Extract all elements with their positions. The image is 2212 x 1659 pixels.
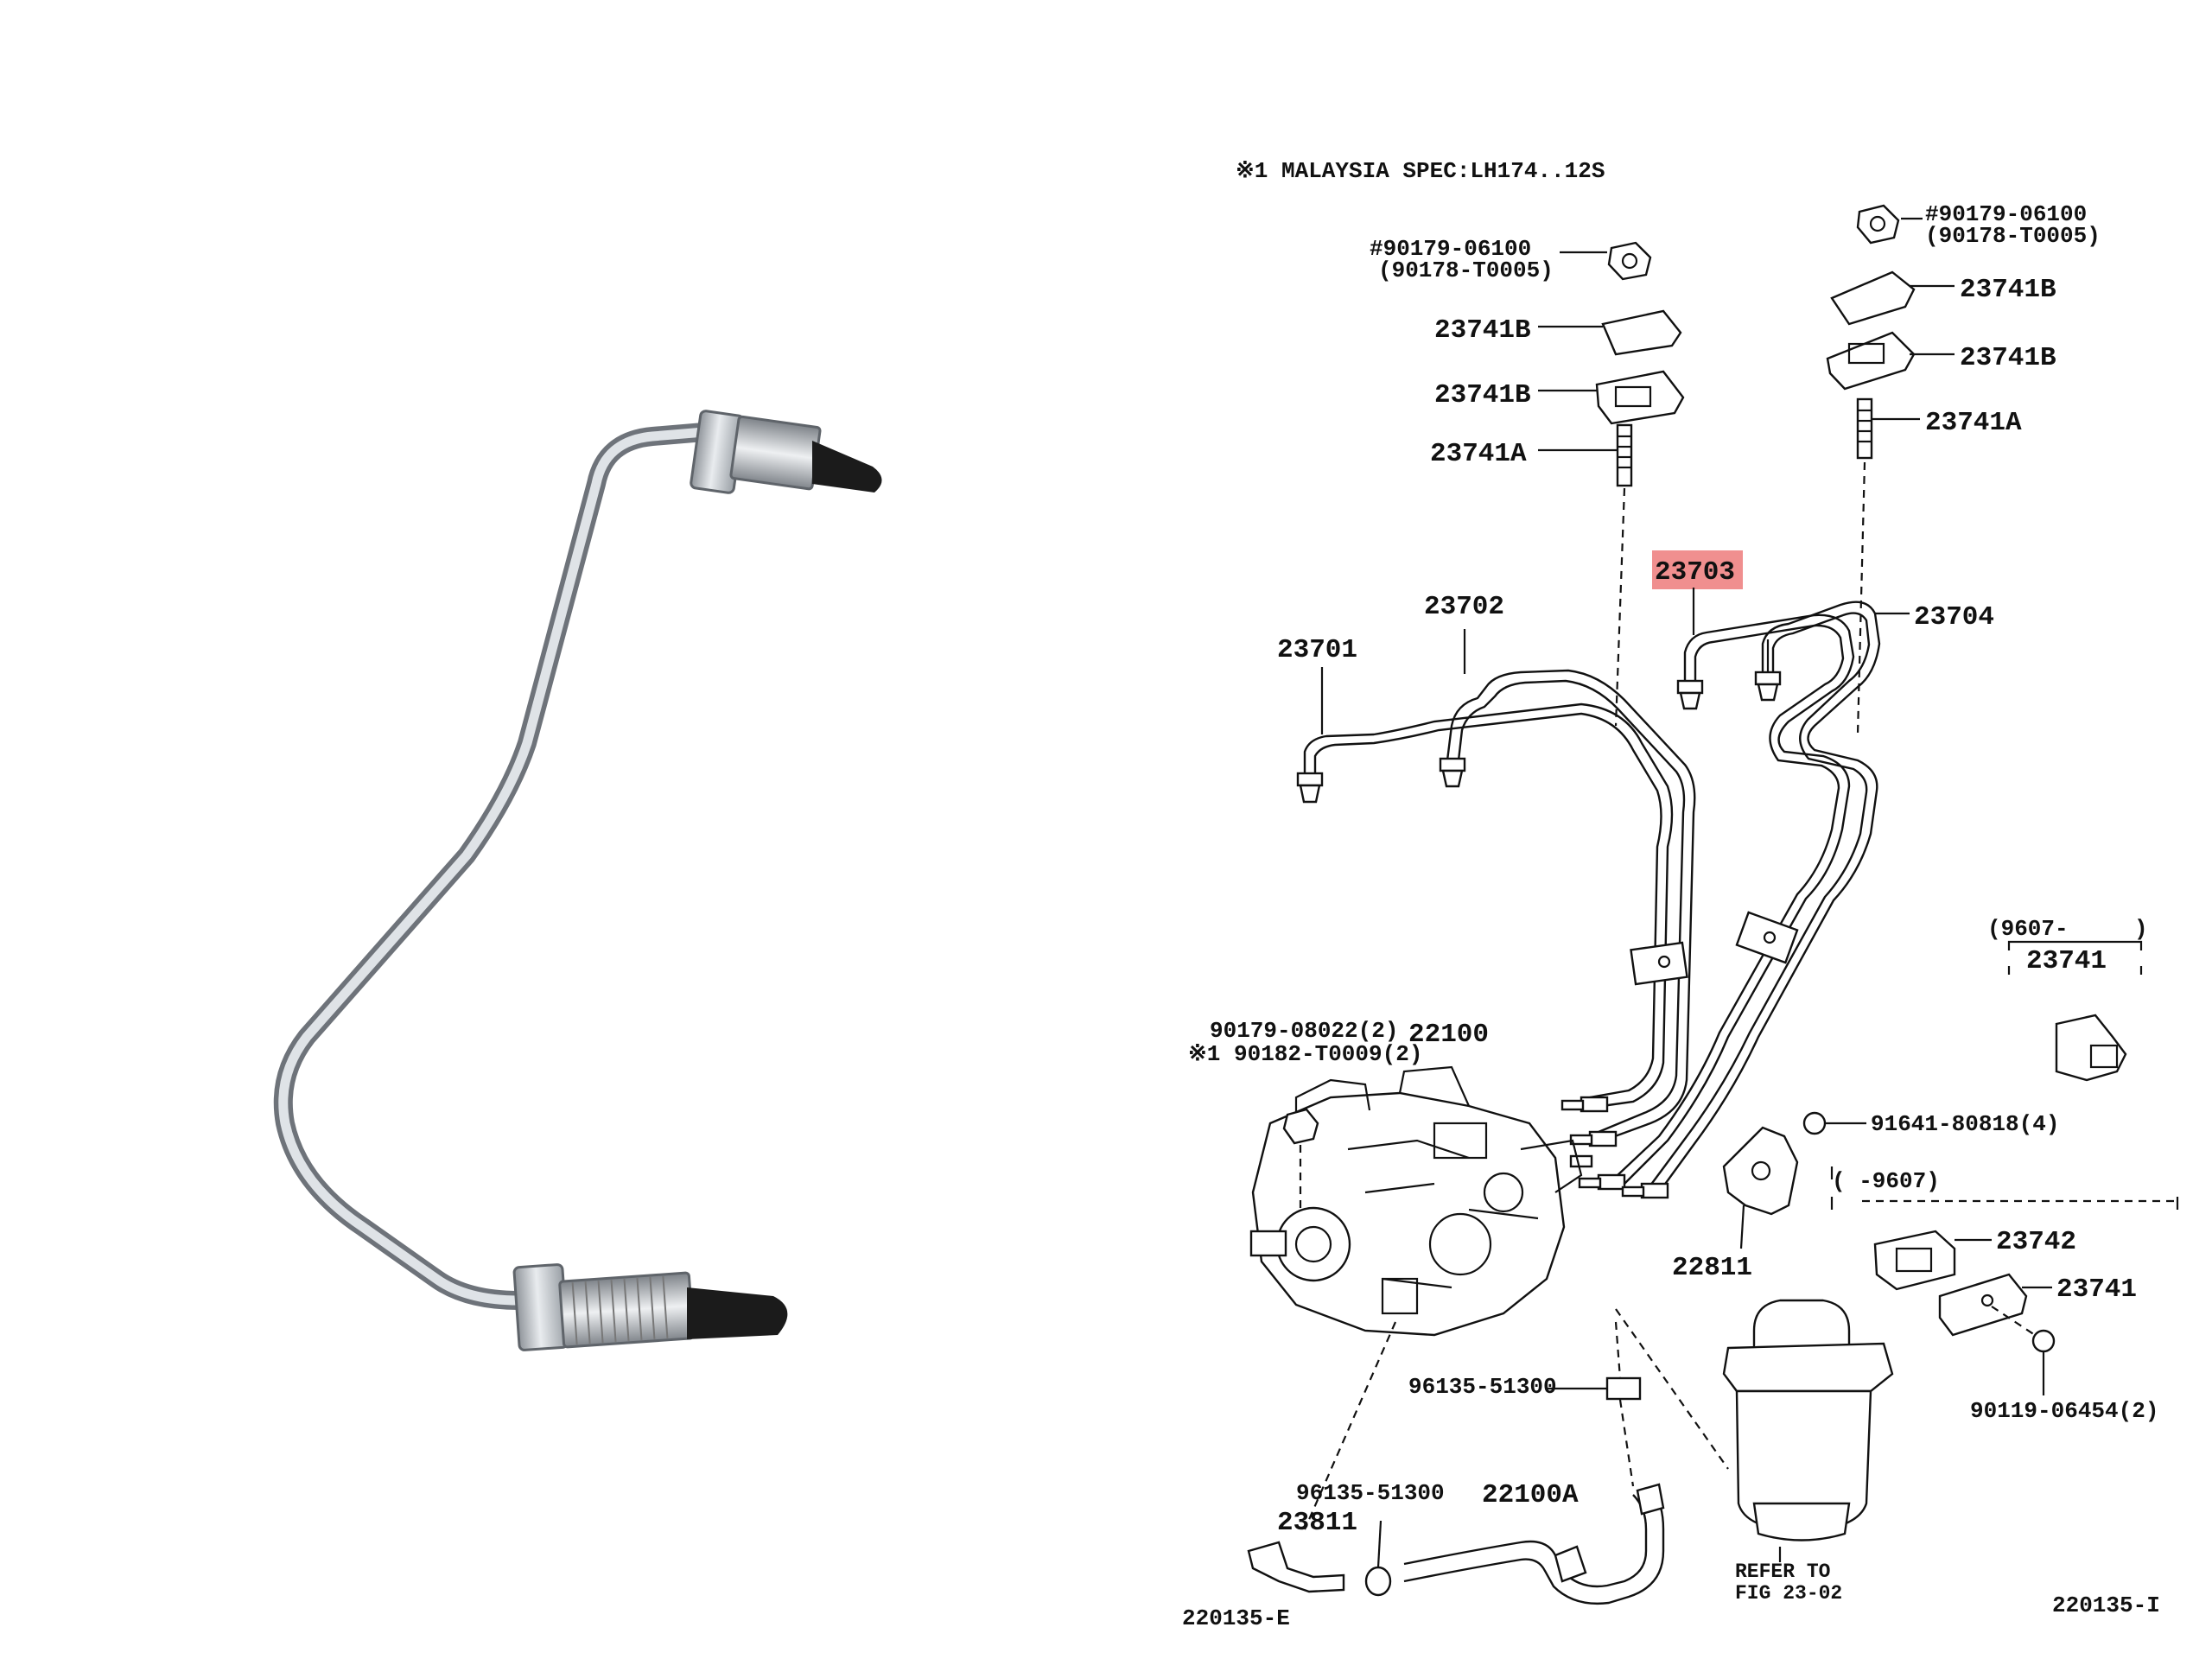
injection-pipe-photo — [273, 410, 882, 1351]
clamp-group-lower — [1830, 1166, 2179, 1395]
label-clip-96135-b: 96135-51300 — [1296, 1480, 1445, 1506]
lower-fitting — [512, 1263, 788, 1351]
label-range-9607: ( -9607) — [1832, 1168, 1940, 1194]
part-labels: #90179-06100 (90178-T0005) 23741B 23741B… — [1182, 201, 2160, 1631]
injection-pump — [1249, 1065, 1583, 1337]
clamp-icon — [1830, 270, 1916, 326]
label-hose-22100a: 22100A — [1482, 1480, 1579, 1510]
label-pump-22100: 22100 — [1408, 1020, 1489, 1050]
stud-bolt-icon — [1616, 423, 1633, 487]
label-refer-a: REFER TO — [1735, 1560, 1830, 1583]
clamp-icon — [1826, 331, 1916, 391]
nut-icon — [1856, 204, 1900, 245]
label-nut-t0009: ※1 90182-T0009(2) — [1188, 1041, 1422, 1067]
injection-pipes — [1296, 601, 1881, 1199]
label-bolt-l: 23741A — [1430, 439, 1527, 469]
bracket-22811 — [1722, 1111, 1866, 1249]
left-clamp-stack — [1595, 241, 1685, 727]
label-fig-left: 220135-E — [1182, 1605, 1290, 1631]
fuel-hoses — [1247, 1321, 1665, 1605]
fuel-filter — [1615, 1299, 1894, 1562]
label-clamp-l1: 23741B — [1434, 315, 1531, 346]
label-pipe-23701: 23701 — [1277, 635, 1357, 665]
bolt-icon — [1802, 1111, 1827, 1135]
label-fig-right: 220135-I — [2052, 1592, 2160, 1618]
label-nut-left-b: (90178-T0005) — [1378, 257, 1554, 283]
label-pipe-23702: 23702 — [1424, 592, 1504, 622]
label-clamp-r2: 23741B — [1960, 343, 2056, 373]
label-pipe-23704: 23704 — [1914, 602, 1994, 632]
label-bolt-91641: 91641-80818(4) — [1871, 1111, 2059, 1137]
spec-note: ※1 MALAYSIA SPEC:LH174..12S — [1236, 158, 1605, 184]
label-bracket-22811: 22811 — [1672, 1253, 1752, 1283]
label-range-a-end: ) — [2134, 916, 2148, 942]
clamp-icon — [1595, 370, 1685, 425]
label-refer-b: FIG 23-02 — [1735, 1582, 1842, 1605]
highlight-23703 — [1652, 550, 1743, 589]
label-clamp-23742: 23742 — [1996, 1227, 2076, 1257]
label-clip-96135-a: 96135-51300 — [1408, 1374, 1557, 1400]
label-nut-08022: 90179-08022(2) — [1210, 1018, 1398, 1044]
parts-diagram: ※1 MALAYSIA SPEC:LH174..12S — [1182, 158, 2179, 1631]
bolt-icon — [2031, 1329, 2056, 1353]
label-clamp-23741-bot: 23741 — [2056, 1274, 2137, 1305]
leader-lines — [1320, 217, 1955, 734]
label-nut-left-a: #90179-06100 — [1370, 236, 1531, 262]
label-range-a: (9607- — [1987, 916, 2069, 942]
nut-icon — [1607, 241, 1652, 281]
upper-fitting — [690, 410, 882, 494]
label-bolt-90119: 90119-06454(2) — [1970, 1398, 2158, 1424]
hose-clip-icon — [1364, 1566, 1392, 1597]
label-pipe-23703: 23703 — [1655, 557, 1735, 588]
label-clamp-23741-top: 23741 — [2026, 946, 2107, 976]
label-nut-right-a: #90179-06100 — [1925, 201, 2087, 227]
label-clamp-l2: 23741B — [1434, 380, 1531, 410]
hose-clip-icon — [1605, 1376, 1642, 1401]
right-clamp-stack — [1826, 204, 1916, 735]
clamp-icon — [1601, 309, 1682, 356]
stud-bolt-icon — [1856, 397, 1873, 460]
label-clamp-r1: 23741B — [1960, 275, 2056, 305]
label-nut-right-b: (90178-T0005) — [1925, 223, 2101, 249]
label-hose-23811: 23811 — [1277, 1508, 1357, 1538]
bracket-23741-upper — [2007, 940, 2143, 1082]
label-bolt-r: 23741A — [1925, 408, 2022, 438]
